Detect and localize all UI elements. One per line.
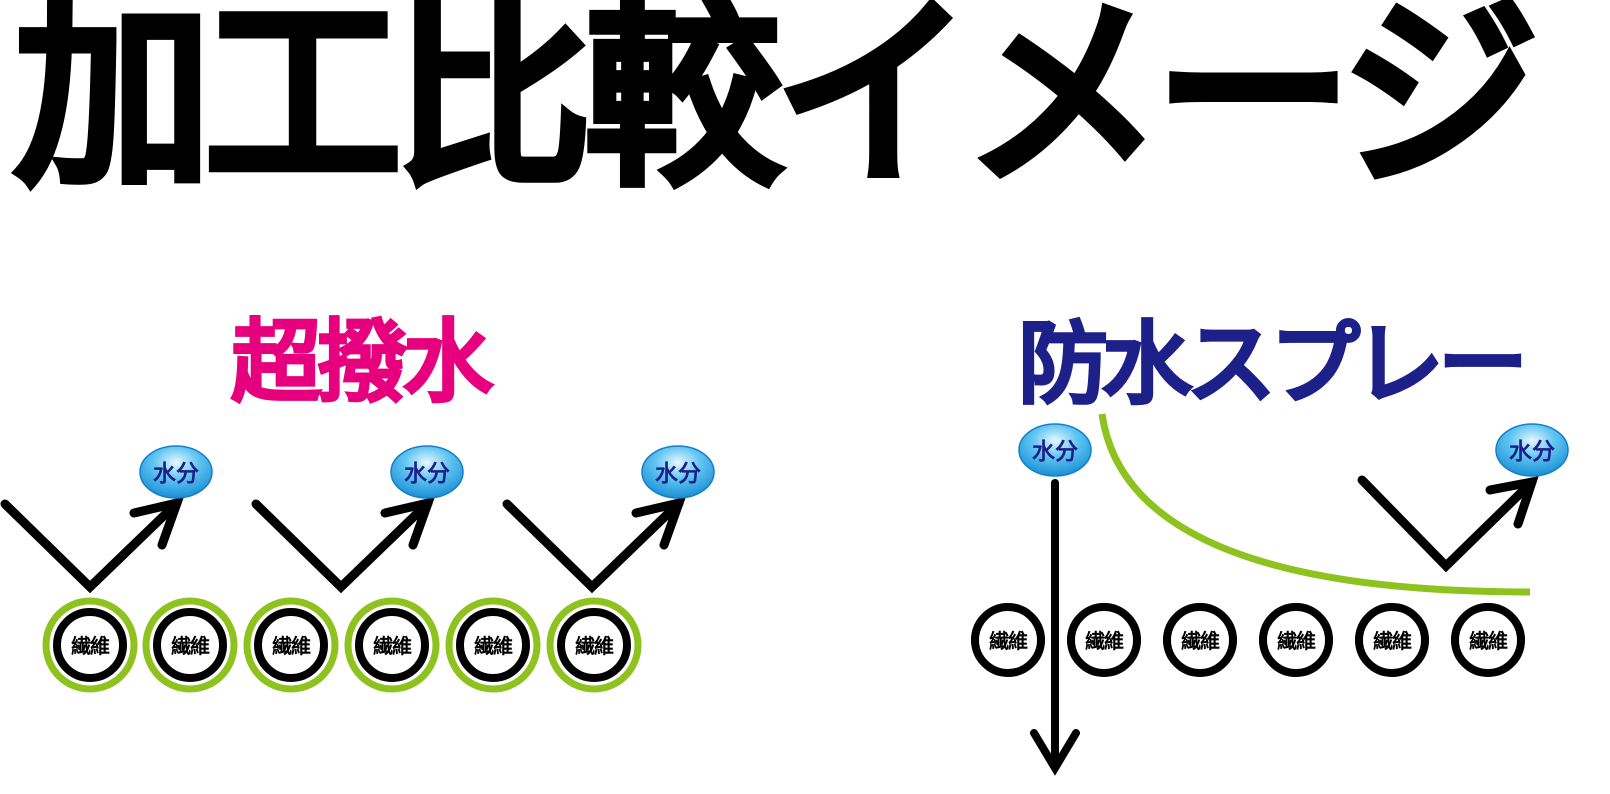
coating-curve [1098, 413, 1531, 596]
coating-ring [445, 597, 541, 693]
fiber: 繊維 [971, 603, 1045, 677]
bounce-arrow-3 [502, 496, 687, 594]
coating-ring [344, 597, 440, 693]
fiber: 繊維 [1163, 603, 1237, 677]
diagram-title: 加工比較イメージ [12, 0, 1541, 215]
fiber: 繊維 [1067, 603, 1141, 677]
fiber-label: 繊維 [473, 634, 513, 658]
water-drop: 水分 [1495, 423, 1569, 477]
water-drop-label: 水分 [1032, 439, 1078, 465]
fiber-label: 繊維 [574, 634, 614, 658]
fiber-label: 繊維 [170, 634, 210, 658]
water-drop-label: 水分 [404, 461, 450, 487]
right-panel-heading: 防水スプレー [1018, 312, 1522, 417]
water-drop-label: 水分 [1509, 439, 1555, 465]
fiber: 繊維 [142, 597, 238, 693]
water-drop-label: 水分 [655, 461, 701, 487]
coating-ring [243, 597, 339, 693]
fiber: 繊維 [344, 597, 440, 693]
fiber: 繊維 [1355, 603, 1429, 677]
fiber-label: 繊維 [1276, 629, 1316, 653]
fiber: 繊維 [243, 597, 339, 693]
fiber-label: 繊維 [1084, 629, 1124, 653]
fiber-label: 繊維 [988, 629, 1028, 653]
water-drop: 水分 [1018, 423, 1092, 477]
fiber-label: 繊維 [271, 634, 311, 658]
water-drop: 水分 [139, 445, 213, 499]
bounce-arrow-right [1357, 475, 1539, 573]
fiber: 繊維 [42, 597, 138, 693]
fiber-label: 繊維 [70, 634, 110, 658]
fiber: 繊維 [1259, 603, 1333, 677]
coating-ring [142, 597, 238, 693]
fiber-label: 繊維 [1180, 629, 1220, 653]
coating-ring [546, 597, 642, 693]
fiber: 繊維 [546, 597, 642, 693]
fiber-label: 繊維 [1372, 629, 1412, 653]
penetrating-arrow [1030, 479, 1080, 776]
water-drop: 水分 [641, 445, 715, 499]
fiber: 繊維 [445, 597, 541, 693]
fiber-label: 繊維 [1468, 629, 1508, 653]
bounce-arrow-1 [0, 496, 185, 594]
water-drop-label: 水分 [153, 461, 199, 487]
fiber: 繊維 [1451, 603, 1525, 677]
fiber-label: 繊維 [372, 634, 412, 658]
water-drop: 水分 [390, 445, 464, 499]
left-panel-heading: 超撥水 [231, 310, 494, 415]
coating-ring [42, 597, 138, 693]
bounce-arrow-2 [251, 496, 436, 594]
